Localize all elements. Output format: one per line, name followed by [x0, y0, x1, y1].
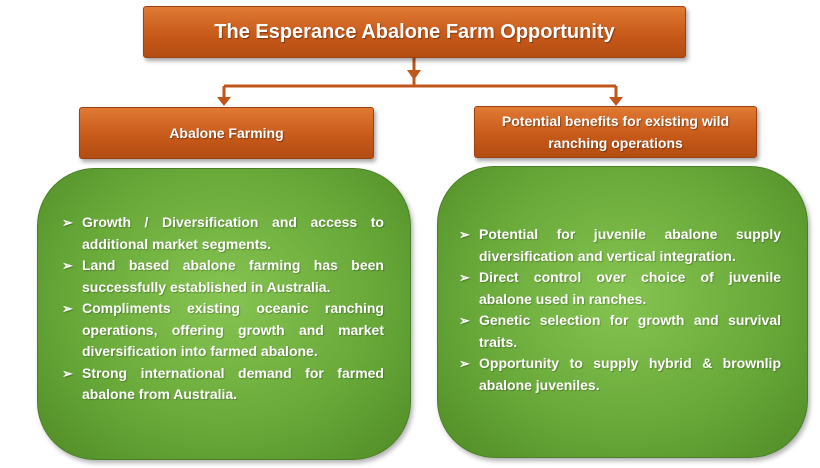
left-content-panel — [37, 168, 411, 460]
list-item: ➢ Growth / Diversification and access to … — [62, 212, 384, 255]
arrow-bullet-icon: ➢ — [459, 270, 470, 285]
list-item-text: Strong international demand for farmed a… — [82, 364, 384, 403]
arrow-bullet-icon: ➢ — [62, 301, 73, 316]
arrow-bullet-icon: ➢ — [62, 258, 73, 273]
list-item: ➢ Opportunity to supply hybrid & brownlip… — [459, 353, 781, 396]
list-item-text: Opportunity to supply hybrid & brownlip … — [479, 355, 781, 393]
right-content-panel — [437, 166, 808, 458]
arrow-bullet-icon: ➢ — [62, 365, 73, 381]
right-heading-box: Potential benefits for existing wild ran… — [474, 106, 757, 158]
list-item-text: Compliments existing oceanic ranching op… — [82, 300, 384, 359]
list-item: ➢ Genetic selection for growth and surviv… — [459, 310, 781, 353]
arrow-bullet-icon: ➢ — [459, 356, 470, 371]
list-item-text: Direct control over choice of juvenile a… — [479, 269, 781, 307]
left-heading-box: Abalone Farming — [79, 107, 374, 159]
right-heading-text: Potential benefits for existing wild ran… — [501, 113, 730, 151]
list-item: ➢ Strong international demand for farmed … — [62, 363, 384, 406]
arrow-bullet-icon: ➢ — [459, 313, 470, 328]
diagram-title-text: The Esperance Abalone Farm Opportunity — [214, 20, 615, 43]
right-bullet-list: ➢ Potential for juvenile abalone supply d… — [459, 224, 781, 396]
left-heading-text: Abalone Farming — [169, 125, 284, 141]
arrow-bullet-icon: ➢ — [459, 227, 470, 242]
arrow-bullet-icon: ➢ — [62, 215, 73, 230]
list-item: ➢ Potential for juvenile abalone supply d… — [459, 224, 781, 267]
list-item-text: Genetic selection for growth and surviva… — [479, 312, 781, 350]
list-item: ➢ Compliments existing oceanic ranching o… — [62, 298, 384, 363]
left-bullet-list: ➢ Growth / Diversification and access to … — [62, 212, 384, 406]
list-item-text: Land based abalone farming has been succ… — [82, 257, 384, 295]
list-item-text: Potential for juvenile abalone supply di… — [479, 226, 781, 264]
diagram-title: The Esperance Abalone Farm Opportunity — [143, 6, 686, 58]
list-item-text: Growth / Diversification and access to a… — [82, 214, 384, 252]
list-item: ➢ Direct control over choice of juvenile … — [459, 267, 781, 310]
list-item: ➢ Land based abalone farming has been suc… — [62, 255, 384, 298]
